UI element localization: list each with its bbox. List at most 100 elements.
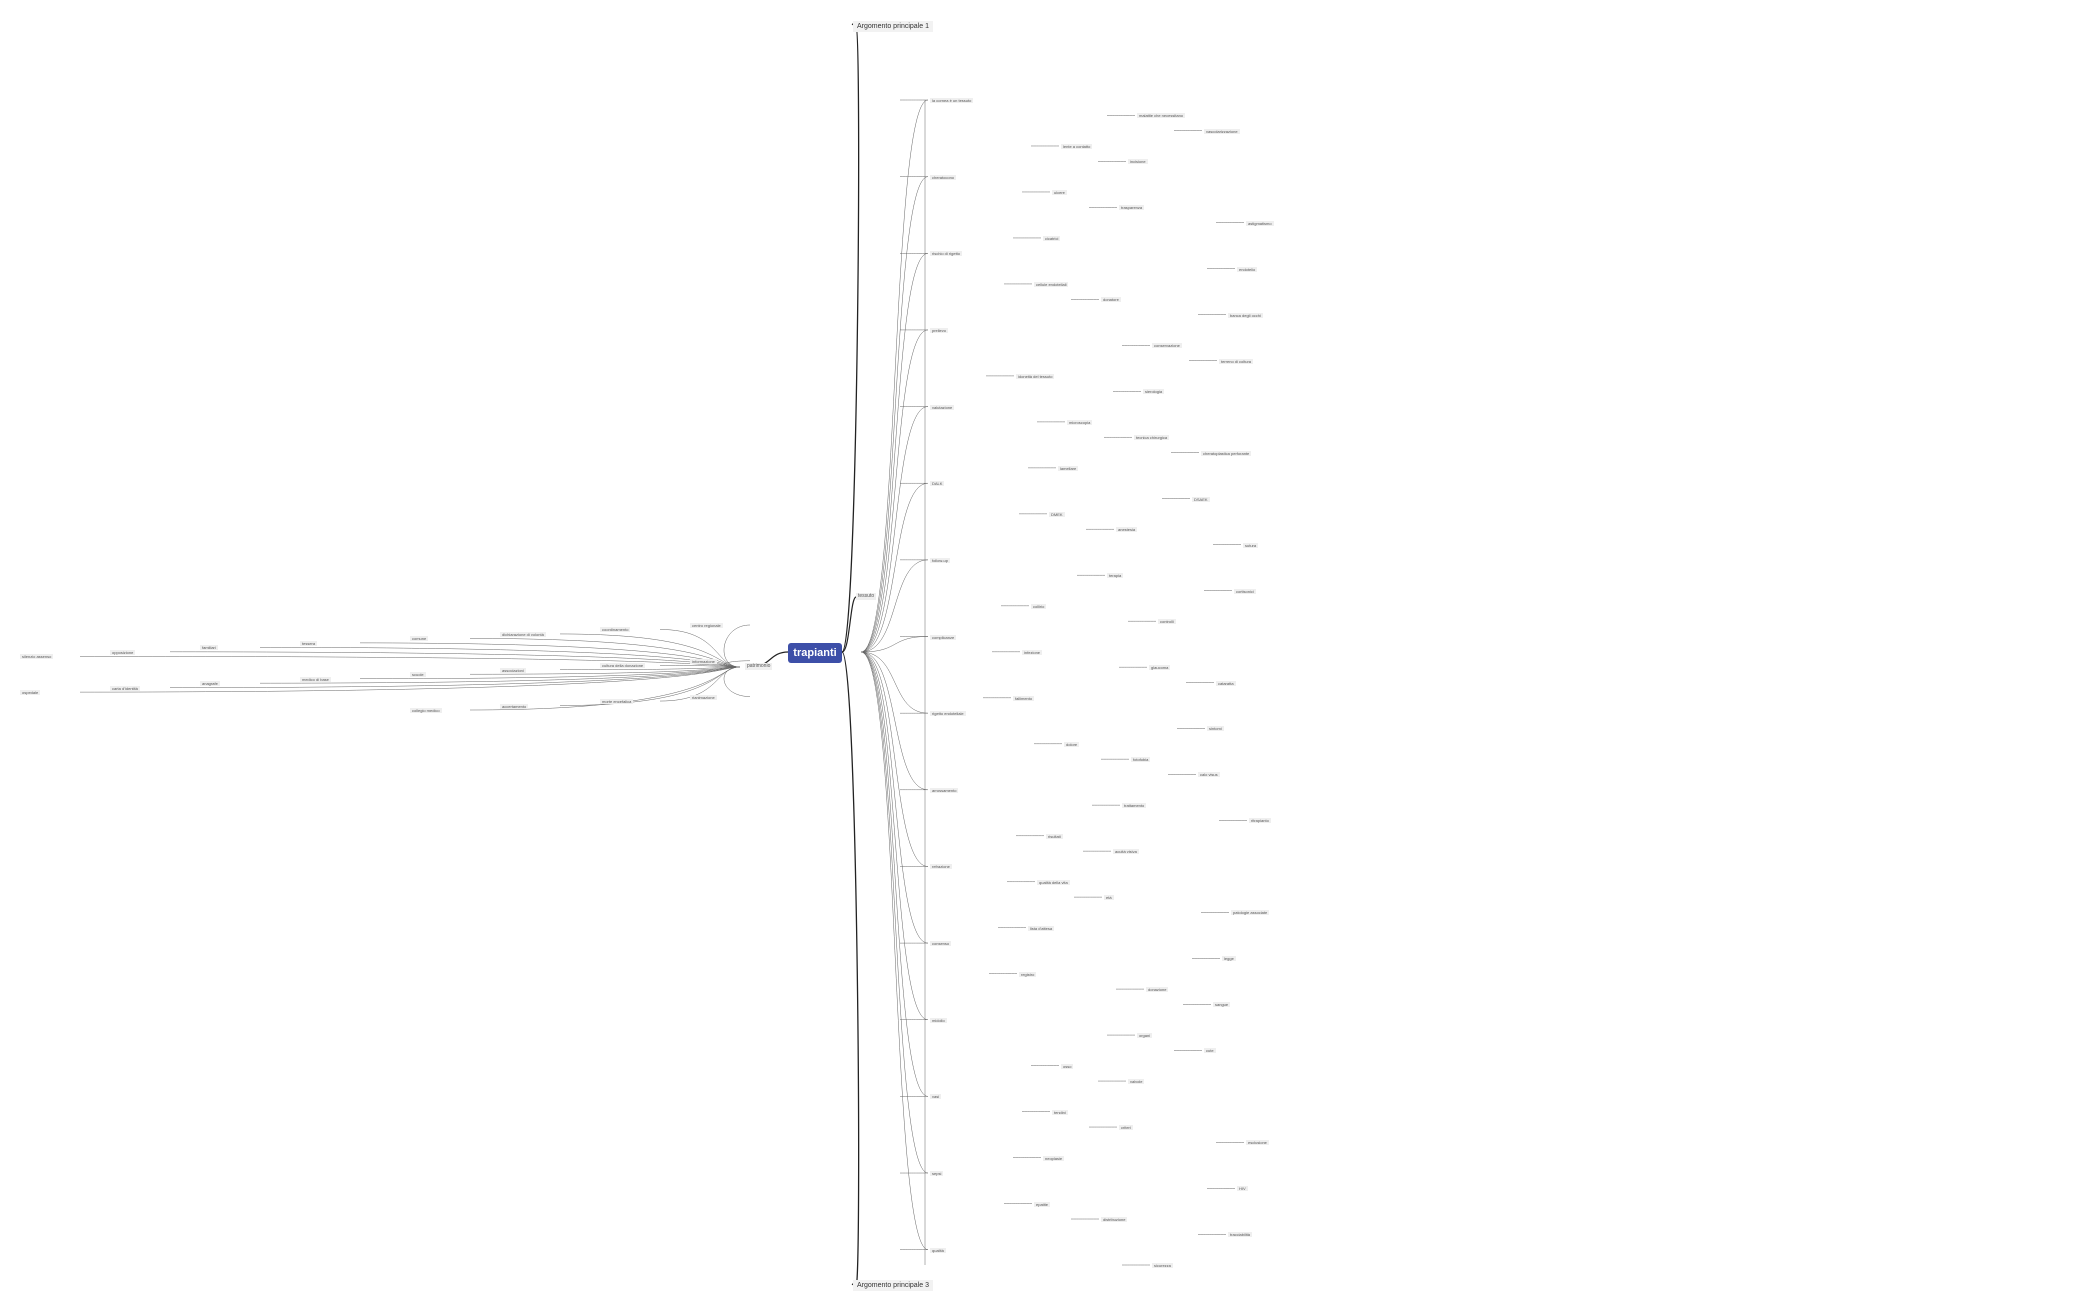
tree-node[interactable]: consenso bbox=[930, 941, 952, 947]
tree-node[interactable]: neoplasie bbox=[1043, 1155, 1065, 1161]
tree-node[interactable]: donazione bbox=[1146, 987, 1169, 993]
tree-node[interactable]: terapia bbox=[1107, 573, 1124, 579]
tree-node[interactable]: collirio bbox=[1031, 603, 1047, 609]
tree-node[interactable]: DMEK bbox=[1049, 511, 1065, 517]
tree-node[interactable]: valutazione bbox=[930, 404, 955, 410]
tree-node[interactable]: sutura bbox=[1243, 542, 1259, 548]
tree-node[interactable]: calo visus bbox=[1198, 772, 1220, 778]
root-node[interactable]: trapianti bbox=[788, 643, 842, 663]
tree-node[interactable]: follow-up bbox=[930, 557, 951, 563]
tree-node[interactable]: anestesia bbox=[1116, 527, 1138, 533]
tree-node[interactable]: ulcere bbox=[1052, 189, 1067, 195]
left-tree-node[interactable]: medico di base bbox=[300, 676, 331, 682]
tree-node[interactable]: sintomi bbox=[1207, 726, 1224, 732]
tree-node[interactable]: cute bbox=[1204, 1048, 1216, 1054]
tree-node[interactable]: esclusione bbox=[1246, 1140, 1269, 1146]
branch-bottom[interactable]: Argomento principale 3 bbox=[853, 1280, 933, 1291]
tree-node[interactable]: risultati bbox=[1046, 833, 1063, 839]
tree-node[interactable]: lamellare bbox=[1058, 465, 1079, 471]
tree-node[interactable]: criteri bbox=[1119, 1125, 1133, 1131]
tree-node[interactable]: tecnica chirurgica bbox=[1134, 435, 1170, 441]
tree-node[interactable]: rischio di rigetto bbox=[930, 251, 963, 257]
left-tree-node[interactable]: associazioni bbox=[500, 667, 526, 673]
branch-mid[interactable]: tessuto bbox=[856, 593, 877, 600]
left-tree-node[interactable]: tessera bbox=[300, 640, 318, 646]
tree-node[interactable]: tracciabilità bbox=[1228, 1232, 1253, 1238]
branch-top[interactable]: Argomento principale 1 bbox=[853, 21, 933, 32]
left-tree-node[interactable]: morte encefalica bbox=[600, 699, 634, 705]
tree-node[interactable]: acuità visiva bbox=[1113, 849, 1139, 855]
left-tree-node[interactable]: informazione bbox=[690, 658, 717, 664]
tree-node[interactable]: cheratoplastica perforante bbox=[1201, 450, 1252, 456]
tree-node[interactable]: rigetto endoteliale bbox=[930, 711, 966, 717]
branch-left[interactable]: patrimonio bbox=[745, 663, 773, 670]
tree-node[interactable]: donatore bbox=[1101, 297, 1121, 303]
tree-node[interactable]: lente a contatto bbox=[1061, 143, 1093, 149]
tree-node[interactable]: glaucoma bbox=[1149, 665, 1171, 671]
tree-node[interactable]: malattie che necessitano bbox=[1137, 113, 1186, 119]
tree-node[interactable]: midollo bbox=[930, 1017, 947, 1023]
tree-node[interactable]: cellule endoteliali bbox=[1034, 281, 1069, 287]
tree-node[interactable]: legge bbox=[1222, 956, 1236, 962]
left-tree-node[interactable]: familiari bbox=[200, 645, 218, 651]
tree-node[interactable]: DALK bbox=[930, 481, 945, 487]
tree-node[interactable]: qualità bbox=[930, 1247, 946, 1253]
tree-node[interactable]: controlli bbox=[1158, 619, 1176, 625]
tree-node[interactable]: ritrapianto bbox=[1249, 818, 1271, 824]
tree-node[interactable]: arrossamento bbox=[930, 787, 959, 793]
left-tree-node[interactable]: scuole bbox=[410, 672, 426, 678]
tree-node[interactable]: microscopia bbox=[1067, 419, 1093, 425]
tree-node[interactable]: sepsi bbox=[930, 1171, 944, 1177]
tree-node[interactable]: fotofobia bbox=[1131, 757, 1151, 763]
tree-node[interactable]: cicatrici bbox=[1043, 235, 1061, 241]
left-tree-node[interactable]: comune bbox=[410, 636, 429, 642]
left-tree-node[interactable]: carta d'identità bbox=[110, 685, 140, 691]
tree-node[interactable]: vasi bbox=[930, 1094, 942, 1100]
tree-node[interactable]: valvole bbox=[1128, 1079, 1145, 1085]
left-tree-node[interactable]: opposizione bbox=[110, 649, 136, 655]
left-tree-node[interactable]: silenzio assenso bbox=[20, 654, 54, 660]
tree-node[interactable]: fallimento bbox=[1013, 695, 1035, 701]
left-tree-node[interactable]: accertamento bbox=[500, 703, 529, 709]
tree-node[interactable]: banca degli occhi bbox=[1228, 312, 1263, 318]
tree-node[interactable]: sicurezza bbox=[1152, 1263, 1173, 1268]
tree-node[interactable]: cheratocono bbox=[930, 174, 957, 180]
tree-node[interactable]: conservazione bbox=[1152, 343, 1182, 349]
tree-node[interactable]: cataratta bbox=[1216, 680, 1236, 686]
tree-node[interactable]: organi bbox=[1137, 1033, 1153, 1039]
tree-node[interactable]: HIV bbox=[1237, 1186, 1248, 1192]
left-tree-node[interactable]: centro regionale bbox=[690, 623, 723, 628]
tree-node[interactable]: età bbox=[1104, 895, 1114, 901]
tree-node[interactable]: trattamento bbox=[1122, 803, 1147, 809]
tree-node[interactable]: qualità della vita bbox=[1037, 879, 1070, 885]
tree-node[interactable]: incisione bbox=[1128, 159, 1148, 165]
left-tree-node[interactable]: coordinamento bbox=[600, 627, 631, 633]
tree-node[interactable]: distribuzione bbox=[1101, 1217, 1128, 1222]
tree-node[interactable]: sierologia bbox=[1143, 389, 1165, 395]
tree-node[interactable]: DSAEK bbox=[1192, 496, 1210, 502]
tree-node[interactable]: lista d'attesa bbox=[1028, 925, 1055, 931]
tree-node[interactable]: infezione bbox=[1022, 649, 1043, 655]
left-tree-node[interactable]: anagrafe bbox=[200, 681, 220, 687]
tree-node[interactable]: tendini bbox=[1052, 1109, 1068, 1115]
left-tree-node[interactable]: collegio medico bbox=[410, 708, 442, 713]
tree-node[interactable]: trasparenza bbox=[1119, 205, 1145, 211]
left-tree-node[interactable]: cultura della donazione bbox=[600, 663, 646, 669]
tree-node[interactable]: vascolarizzazione bbox=[1204, 128, 1240, 134]
tree-node[interactable]: dolore bbox=[1064, 741, 1080, 747]
tree-node[interactable]: patologie associate bbox=[1231, 910, 1270, 916]
tree-node[interactable]: epatite bbox=[1034, 1201, 1051, 1207]
left-tree-node[interactable]: dichiarazione di volontà bbox=[500, 631, 546, 637]
tree-node[interactable]: cortisonici bbox=[1234, 588, 1256, 594]
tree-node[interactable]: registro bbox=[1019, 971, 1037, 977]
tree-node[interactable]: endotelio bbox=[1237, 266, 1258, 272]
tree-node[interactable]: astigmatismo bbox=[1246, 220, 1274, 226]
tree-node[interactable]: terreno di coltura bbox=[1219, 358, 1254, 364]
tree-node[interactable]: idoneità del tessuto bbox=[1016, 373, 1055, 379]
tree-node[interactable]: complicanze bbox=[930, 634, 957, 640]
tree-node[interactable]: osso bbox=[1061, 1063, 1074, 1069]
tree-node[interactable]: sangue bbox=[1213, 1002, 1231, 1008]
left-tree-node[interactable]: ospedale bbox=[20, 690, 41, 696]
tree-node[interactable]: la cornea è un tessuto bbox=[930, 98, 974, 103]
tree-node[interactable]: refrazione bbox=[930, 864, 952, 870]
